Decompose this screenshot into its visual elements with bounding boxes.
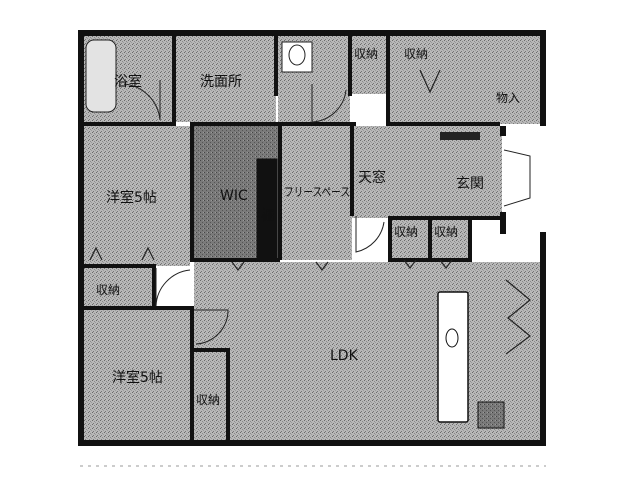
- interior-walls: [84, 36, 502, 442]
- label-storage-mid-2: 収納: [434, 225, 458, 239]
- label-western-room-1: 洋室5帖: [106, 189, 157, 206]
- label-shoe-closet: 物入: [496, 91, 520, 105]
- label-storage-top-2: 収納: [404, 47, 428, 61]
- label-walk-in-closet: WIC: [220, 188, 248, 204]
- label-shelf: 棚: [261, 208, 275, 224]
- label-storage-bottom: 収納: [196, 393, 220, 407]
- doors: [89, 69, 531, 355]
- label-bath: 浴室: [114, 73, 142, 90]
- exterior-walls: [78, 30, 546, 446]
- label-storage-left: 収納: [96, 283, 120, 297]
- label-entrance: 玄関: [456, 175, 484, 192]
- counters: [85, 39, 544, 429]
- label-washroom: 洗面所: [200, 74, 242, 90]
- label-storage-mid-1: 収納: [394, 225, 418, 239]
- label-skylight: 天窓: [358, 169, 386, 186]
- label-western-room-2: 洋室5帖: [112, 369, 163, 386]
- label-storage-top-1: 収納: [354, 47, 378, 61]
- label-free-space: フリースペース: [284, 185, 350, 199]
- label-ldk: LDK: [330, 348, 359, 364]
- room-labels: 浴室 洗面所 収納 収納 物入 洋室5帖 WIC 棚 フリースペース 天窓 玄関…: [96, 47, 520, 407]
